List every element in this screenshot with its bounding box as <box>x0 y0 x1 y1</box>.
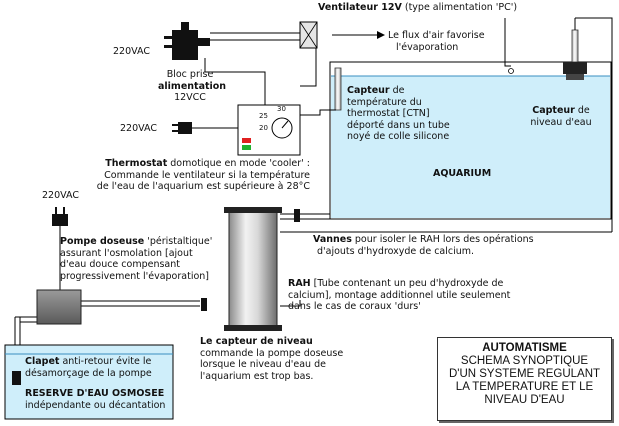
power-block-label: Bloc prise alimentation 12VCC <box>158 69 227 103</box>
mains-label-thermostat: 220VAC <box>120 123 157 134</box>
level-sensor-top-label: Capteur de niveau d'eau <box>530 105 592 128</box>
dial-value-30: 30 <box>277 105 286 113</box>
wires <box>59 17 613 290</box>
fan-label: Ventilateur 12V (type alimentation 'PC') <box>318 2 518 13</box>
level-sensor-bottom-label: Le capteur de niveau commande la pompe d… <box>200 336 344 382</box>
dial-value-25: 25 <box>259 112 268 120</box>
pump-label: Pompe doseuse 'péristaltique' assurant l… <box>60 236 213 282</box>
valve-top <box>294 209 300 222</box>
mains-label-pump: 220VAC <box>42 190 79 201</box>
rah-label: RAH [Tube contenant un peu d'hydroxyde d… <box>288 278 511 312</box>
title-box-line2: D'UN SYSTEME REGULANT <box>448 368 601 380</box>
title-box-heading: AUTOMATISME <box>482 342 567 354</box>
fan <box>299 21 318 49</box>
aquarium <box>329 61 612 220</box>
check-valve-label: Clapet anti-retour évite le désamorçage … <box>25 356 152 379</box>
thermostat-label: Thermostat domotique en mode 'cooler' : … <box>96 158 310 192</box>
dosing-pump <box>36 289 82 325</box>
temperature-sensor-probe <box>334 67 342 111</box>
valve-bottom <box>201 298 207 311</box>
aquarium-label: AQUARIUM <box>433 168 492 179</box>
dial-value-20: 20 <box>259 124 268 132</box>
reservoir <box>4 344 174 420</box>
title-box-line4: NIVEAU D'EAU <box>484 394 565 406</box>
power-block <box>164 22 210 60</box>
valves-label: Vannes pour isoler le RAH lors des opéra… <box>313 234 534 257</box>
reservoir-label: RESERVE D'EAU OSMOSEE indépendante ou dé… <box>25 388 166 411</box>
airflow-label: Le flux d'air favorise l'évaporation <box>388 30 485 53</box>
plug-pump <box>52 207 68 226</box>
thermostat-box <box>237 104 301 156</box>
airflow-arrow <box>332 31 385 39</box>
mains-label-top: 220VAC <box>113 46 150 57</box>
temp-sensor-label: Capteur de température du thermostat [CT… <box>347 85 450 142</box>
plug-thermostat <box>172 122 192 134</box>
title-box-line3: LA TEMPERATURE ET LE <box>455 381 594 393</box>
title-box: AUTOMATISME SCHEMA SYNOPTIQUE D'UN SYSTE… <box>437 337 612 421</box>
title-box-line1: SCHEMA SYNOPTIQUE <box>460 355 589 367</box>
rah-cylinder <box>224 207 282 331</box>
level-sensor-top <box>563 29 587 80</box>
